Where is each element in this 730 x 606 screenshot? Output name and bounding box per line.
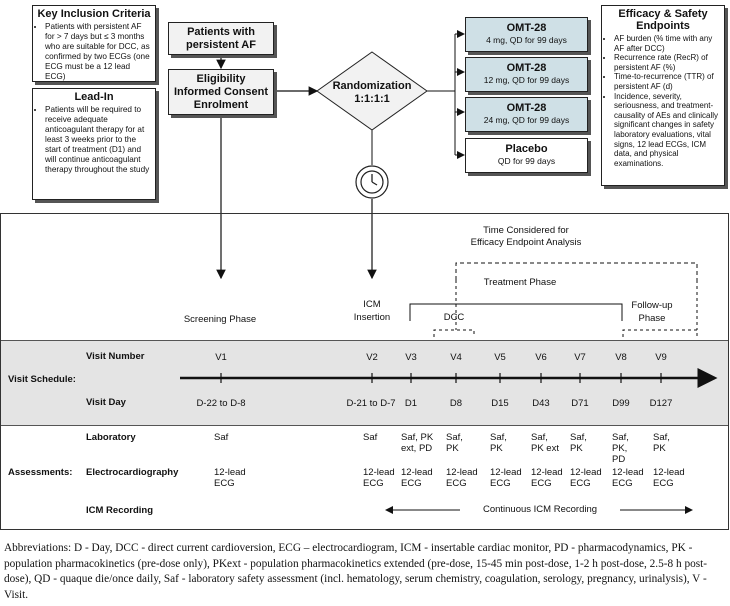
- treatment-phase-label: Treatment Phase: [483, 277, 557, 288]
- ecg-cell: 12-lead ECG: [570, 467, 602, 489]
- visit-day: D43: [532, 398, 550, 409]
- lab-cell: Saf, PK: [653, 432, 670, 454]
- arm-name: Placebo: [505, 143, 548, 155]
- arm-name: OMT-28: [506, 102, 547, 114]
- visit-number: V2: [366, 352, 378, 363]
- visit-day-label: Visit Day: [86, 397, 126, 408]
- efficacy-window-label: Time Considered for Efficacy Endpoint An…: [470, 225, 582, 248]
- visit-day: D71: [571, 398, 589, 409]
- lab-cell: Saf, PK, PD: [612, 432, 629, 465]
- arm-dose: 12 mg, QD for 99 days: [483, 75, 570, 85]
- visit-number: V1: [215, 352, 227, 363]
- dcc-label: DCC: [443, 312, 465, 323]
- screening-phase-label: Screening Phase: [183, 314, 257, 325]
- timeline-frame: [0, 213, 729, 530]
- arm-name: OMT-28: [506, 22, 547, 34]
- leadin-bullet: Patients will be required to receive ade…: [45, 105, 152, 175]
- inclusion-title: Key Inclusion Criteria: [37, 8, 151, 20]
- visit-day: D-21 to D-7: [346, 398, 396, 409]
- randomization-label: Randomization 1:1:1:1: [317, 80, 427, 106]
- timeline-annotations: [180, 262, 718, 514]
- ecg-cell: 12-lead ECG: [653, 467, 685, 489]
- visit-number: V5: [494, 352, 506, 363]
- arm-box-4mg: OMT-28 4 mg, QD for 99 days: [465, 17, 588, 52]
- arm-box-24mg: OMT-28 24 mg, QD for 99 days: [465, 97, 588, 132]
- patients-box: Patients with persistent AF: [168, 22, 274, 55]
- ecg-cell: 12-lead ECG: [446, 467, 478, 489]
- visit-number: V4: [450, 352, 462, 363]
- visit-day: D99: [612, 398, 630, 409]
- visit-number: V6: [535, 352, 547, 363]
- laboratory-label: Laboratory: [86, 432, 136, 443]
- visit-number: V8: [615, 352, 627, 363]
- visit-day: D1: [404, 398, 418, 409]
- assessments-label: Assessments:: [8, 467, 73, 478]
- endpoints-title: Efficacy & Safety Endpoints: [618, 8, 708, 32]
- clock-icon: [355, 165, 389, 199]
- randomization-ratio: 1:1:1:1: [354, 93, 390, 105]
- ecg-cell: 12-lead ECG: [490, 467, 522, 489]
- visit-day: D15: [491, 398, 509, 409]
- visit-number: V7: [574, 352, 586, 363]
- randomization-title: Randomization: [332, 80, 412, 92]
- arm-dose: 24 mg, QD for 99 days: [483, 115, 570, 125]
- icm-recording-label: ICM Recording: [86, 505, 154, 516]
- endpoint-bullet: Incidence, severity, seriousness, and tr…: [614, 92, 721, 169]
- visit-day: D127: [649, 398, 673, 409]
- lab-cell: Saf, PK ext: [531, 432, 559, 454]
- enrolment-text: Enrolment: [193, 98, 249, 111]
- randomization-diamond: [316, 51, 428, 131]
- followup-label: Follow-up Phase: [631, 300, 673, 324]
- endpoint-bullet: Time-to-recurrence (TTR) of persistent A…: [614, 72, 721, 91]
- leadin-box: Lead-In Patients will be required to rec…: [32, 88, 156, 200]
- leadin-list: Patients will be required to receive ade…: [36, 105, 152, 175]
- visit-number: V9: [655, 352, 667, 363]
- inclusion-list: Patients with persistent AF for > 7 days…: [36, 22, 152, 82]
- arm-dose: 4 mg, QD for 99 days: [486, 35, 567, 45]
- lab-cell: Saf: [363, 432, 378, 443]
- lab-cell: Saf, PK: [490, 432, 507, 454]
- ecg-cell: 12-lead ECG: [531, 467, 563, 489]
- icm-insertion-label: ICM Insertion: [353, 299, 391, 323]
- arm-dose: QD for 99 days: [497, 156, 556, 166]
- visit-number-label: Visit Number: [86, 351, 145, 362]
- consent-text: Informed Consent: [173, 85, 269, 98]
- inclusion-criteria-box: Key Inclusion Criteria Patients with per…: [32, 5, 156, 82]
- ecg-label: Electrocardiography: [86, 467, 179, 478]
- schedule-label: Visit Schedule:: [8, 374, 76, 385]
- abbreviations-text: Abbreviations: D - Day, DCC - direct cur…: [4, 542, 708, 601]
- lab-cell: Saf, PK: [446, 432, 463, 454]
- arm-name: OMT-28: [506, 62, 547, 74]
- ecg-cell: 12-lead ECG: [214, 467, 246, 489]
- inclusion-bullet: Patients with persistent AF for > 7 days…: [45, 22, 152, 82]
- endpoints-list: AF burden (% time with any AF after DCC)…: [605, 34, 721, 168]
- visit-day: D8: [449, 398, 463, 409]
- lab-cell: Saf: [214, 432, 229, 443]
- icm-recording-text: Continuous ICM Recording: [460, 504, 620, 515]
- endpoint-bullet: Recurrence rate (RecR) of persistent AF …: [614, 53, 721, 72]
- eligibility-text: Eligibility: [196, 72, 246, 85]
- ecg-cell: 12-lead ECG: [363, 467, 395, 489]
- lab-cell: Saf, PK: [570, 432, 587, 454]
- arm-box-12mg: OMT-28 12 mg, QD for 99 days: [465, 57, 588, 92]
- ecg-cell: 12-lead ECG: [612, 467, 644, 489]
- endpoints-box: Efficacy & Safety Endpoints AF burden (%…: [601, 5, 725, 186]
- lab-cell: Saf, PK ext, PD: [401, 432, 434, 454]
- eligibility-box: Eligibility Informed Consent Enrolment: [168, 69, 274, 115]
- endpoint-bullet: AF burden (% time with any AF after DCC): [614, 34, 721, 53]
- patients-text: Patients with persistent AF: [186, 25, 256, 51]
- visit-day: D-22 to D-8: [196, 398, 246, 409]
- leadin-title: Lead-In: [74, 91, 114, 103]
- arm-box-placebo: Placebo QD for 99 days: [465, 138, 588, 173]
- flow-connectors: [216, 30, 465, 280]
- schedule-band: [1, 340, 728, 426]
- ecg-cell: 12-lead ECG: [401, 467, 433, 489]
- visit-number: V3: [405, 352, 417, 363]
